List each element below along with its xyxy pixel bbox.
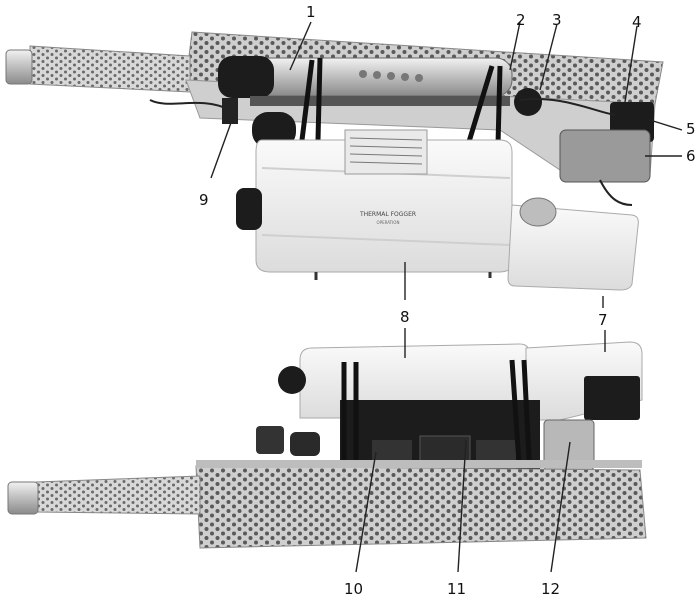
callout-6: 6: [686, 147, 696, 165]
bottom-valve: [256, 426, 284, 454]
top-view: THERMAL FOGGER OPERATION: [5, 31, 664, 291]
callout-2: 2: [516, 11, 526, 29]
bottom-coil: [290, 432, 320, 456]
bottom-pump-box: [584, 376, 640, 420]
top-icon-row: [359, 70, 423, 82]
top-handle-frame: [299, 57, 503, 146]
tank-brand-text: THERMAL FOGGER: [359, 211, 416, 218]
callout-1: 1: [306, 3, 316, 21]
top-switch: [222, 98, 238, 124]
top-tank-legs: [314, 272, 492, 280]
top-fuel-tank: [255, 139, 513, 273]
bottom-nozzle-tip: [7, 481, 39, 515]
top-valve: [514, 88, 542, 116]
bottom-shield-band: [196, 460, 642, 468]
bottom-view: [7, 341, 647, 549]
top-nozzle-tip: [5, 49, 33, 85]
top-tank-cap: [236, 188, 262, 230]
top-warning-label: [344, 129, 428, 175]
callout-5: 5: [686, 120, 696, 138]
callout-11: 11: [447, 580, 466, 598]
top-muzzle-tube: [29, 45, 191, 93]
bottom-tank-cap: [278, 366, 306, 394]
tank-sub-text: OPERATION: [377, 220, 400, 225]
bottom-frame: [341, 359, 533, 479]
callout-8: 8: [400, 308, 410, 326]
callout-labels: 1 2 3 4 5 6 7 8 9 10 11 12: [199, 3, 696, 598]
top-rail: [250, 96, 510, 106]
leader-lines: [210, 21, 683, 573]
callout-9: 9: [199, 191, 209, 209]
top-wires: [149, 98, 633, 206]
callout-4: 4: [632, 13, 642, 31]
callout-12: 12: [541, 580, 560, 598]
callout-10: 10: [344, 580, 363, 598]
top-label-lines: [349, 137, 423, 165]
bottom-heat-shield: [195, 465, 647, 549]
top-small-tank-cap: [519, 197, 557, 227]
callout-3: 3: [552, 11, 562, 29]
top-dark-sleeve: [218, 56, 274, 98]
bottom-muzzle-tube: [35, 475, 201, 515]
top-carburetor: [559, 129, 651, 183]
callout-7: 7: [598, 311, 608, 329]
top-battery-cap: [252, 112, 296, 148]
